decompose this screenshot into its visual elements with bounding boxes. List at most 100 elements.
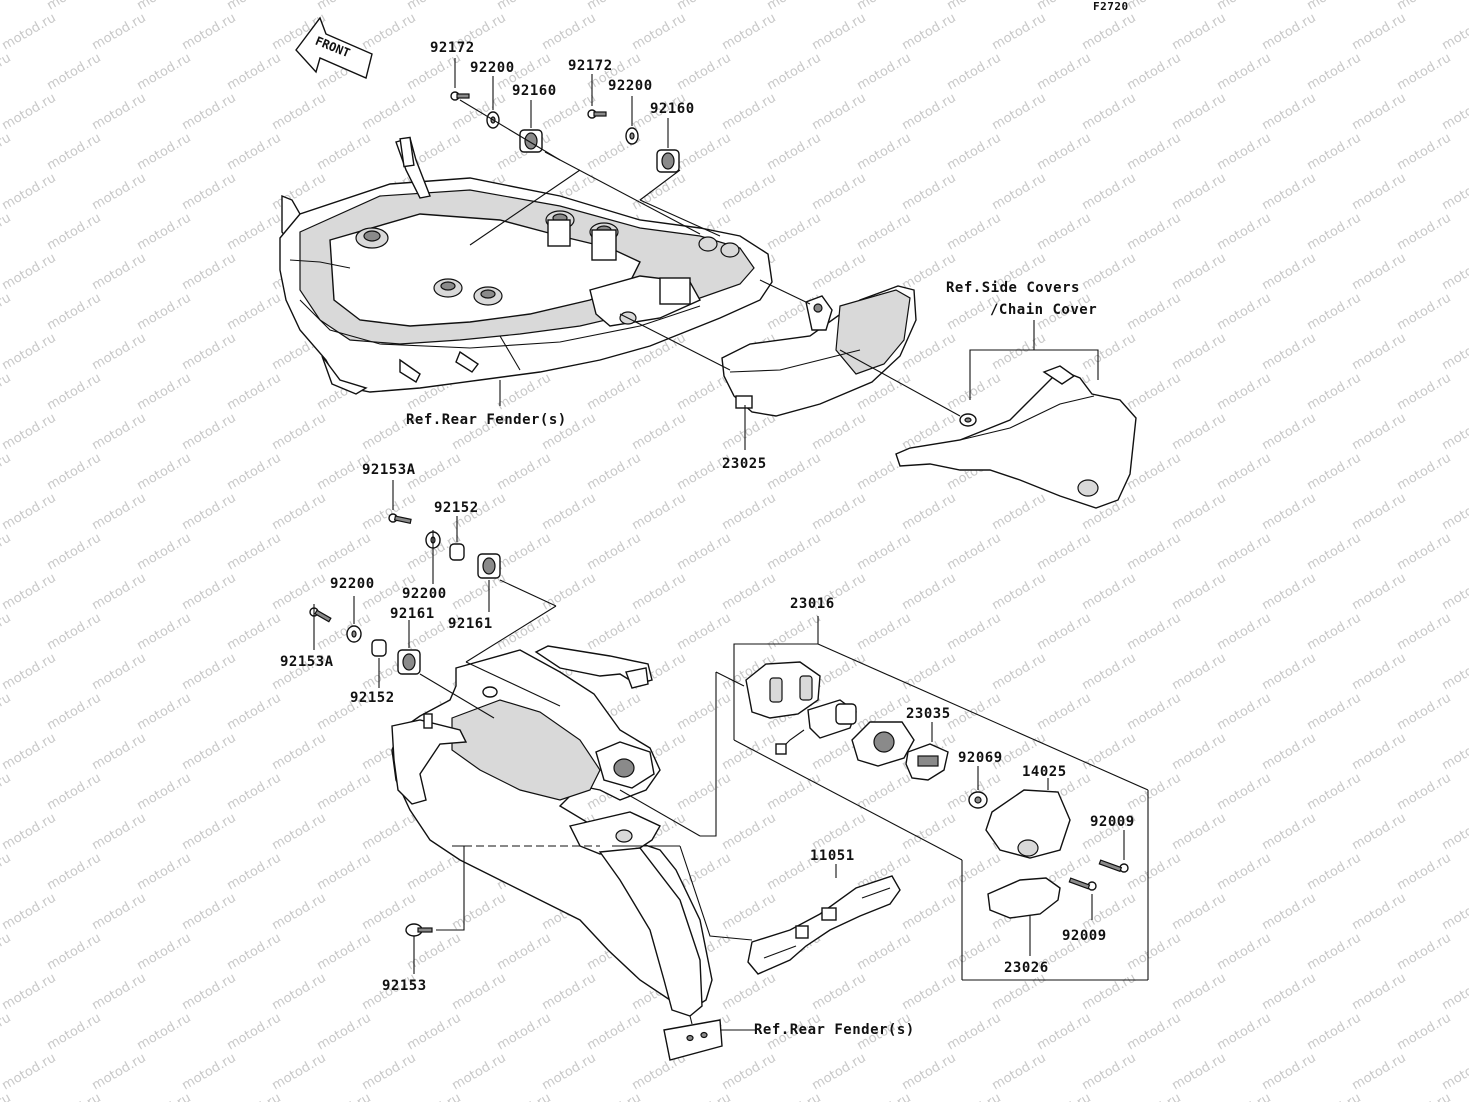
watermark-text: motod.ru: [45, 0, 104, 13]
watermark-text: motod.ru: [0, 291, 14, 334]
watermark-text: motod.ru: [540, 971, 599, 1014]
watermark-text: motod.ru: [1035, 531, 1094, 574]
watermark-text: motod.ru: [1305, 0, 1364, 13]
watermark-text: motod.ru: [45, 131, 104, 174]
label-92152-left: 92152: [350, 690, 395, 706]
watermark-text: motod.ru: [0, 1051, 59, 1094]
watermark-text: motod.ru: [1260, 91, 1319, 134]
watermark-text: motod.ru: [495, 0, 554, 13]
watermark-text: motod.ru: [855, 131, 914, 174]
watermark-text: motod.ru: [315, 131, 374, 174]
label-92161-left: 92161: [390, 606, 435, 622]
watermark-text: motod.ru: [855, 611, 914, 654]
watermark-text: motod.ru: [1170, 811, 1229, 854]
watermark-text: motod.ru: [855, 931, 914, 974]
watermark-text: motod.ru: [90, 891, 149, 934]
watermark-text: motod.ru: [945, 211, 1004, 254]
watermark-text: motod.ru: [0, 651, 59, 694]
watermark-text: motod.ru: [675, 691, 734, 734]
watermark-text: motod.ru: [225, 851, 284, 894]
watermark-text: motod.ru: [1125, 291, 1184, 334]
watermark-text: motod.ru: [1125, 211, 1184, 254]
watermark-text: motod.ru: [135, 0, 194, 13]
watermark-text: motod.ru: [810, 411, 869, 454]
watermark-text: motod.ru: [1035, 51, 1094, 94]
watermark-text: motod.ru: [0, 211, 14, 254]
watermark-text: motod.ru: [1215, 611, 1274, 654]
watermark-text: motod.ru: [45, 931, 104, 974]
watermark-text: motod.ru: [90, 651, 149, 694]
watermark-text: motod.ru: [0, 171, 59, 214]
watermark-text: motod.ru: [945, 1091, 1004, 1102]
watermark-text: motod.ru: [810, 91, 869, 134]
watermark-text: motod.ru: [945, 1011, 1004, 1054]
watermark-text: motod.ru: [855, 51, 914, 94]
watermark-text: motod.ru: [1125, 371, 1184, 414]
watermark-text: motod.ru: [1350, 411, 1409, 454]
watermark-text: motod.ru: [180, 891, 239, 934]
watermark-text: motod.ru: [270, 411, 329, 454]
watermark-text: motod.ru: [1215, 371, 1274, 414]
watermark-text: motod.ru: [585, 611, 644, 654]
watermark-text: motod.ru: [270, 891, 329, 934]
watermark-text: motod.ru: [45, 291, 104, 334]
watermark-text: motod.ru: [720, 571, 779, 614]
watermark-text: motod.ru: [945, 371, 1004, 414]
watermark-text: motod.ru: [900, 11, 959, 54]
watermark-text: motod.ru: [1125, 51, 1184, 94]
watermark-text: motod.ru: [1395, 51, 1454, 94]
watermark-text: motod.ru: [765, 771, 824, 814]
watermark-text: motod.ru: [1215, 1091, 1274, 1102]
watermark-text: motod.ru: [1305, 451, 1364, 494]
watermark-text: motod.ru: [360, 1051, 419, 1094]
watermark-text: motod.ru: [0, 891, 59, 934]
lower-rear-fender: [391, 645, 723, 1061]
watermark-text: motod.ru: [1080, 251, 1139, 294]
figure-code: F2720: [1093, 0, 1129, 13]
watermark-text: motod.ru: [1440, 491, 1469, 534]
watermark-text: motod.ru: [90, 731, 149, 774]
watermark-text: motod.ru: [315, 531, 374, 574]
watermark-text: motod.ru: [1035, 1091, 1094, 1102]
watermark-text: motod.ru: [1170, 651, 1229, 694]
watermark-text: motod.ru: [1305, 531, 1364, 574]
watermark-text: motod.ru: [1350, 811, 1409, 854]
watermark-text: motod.ru: [180, 251, 239, 294]
watermark-text: motod.ru: [1260, 491, 1319, 534]
watermark-text: motod.ru: [0, 131, 14, 174]
watermark-text: motod.ru: [720, 171, 779, 214]
label-92172-b: 92172: [568, 58, 613, 74]
watermark-text: motod.ru: [1350, 891, 1409, 934]
watermark-text: motod.ru: [0, 251, 59, 294]
watermark-text: motod.ru: [1260, 171, 1319, 214]
watermark-text: motod.ru: [855, 211, 914, 254]
watermark-text: motod.ru: [900, 491, 959, 534]
watermark-text: motod.ru: [0, 571, 59, 614]
watermark-text: motod.ru: [360, 11, 419, 54]
watermark-text: motod.ru: [225, 691, 284, 734]
watermark-text: motod.ru: [855, 1091, 914, 1102]
washer-92200-b: [625, 127, 639, 145]
watermark-text: motod.ru: [45, 851, 104, 894]
watermark-text: motod.ru: [1440, 1051, 1469, 1094]
watermark-text: motod.ru: [135, 1091, 194, 1102]
watermark-text: motod.ru: [1125, 691, 1184, 734]
side-cover-ref: [895, 365, 1137, 509]
watermark-text: motod.ru: [675, 51, 734, 94]
watermark-text: motod.ru: [1080, 971, 1139, 1014]
watermark-text: motod.ru: [1350, 971, 1409, 1014]
watermark-text: motod.ru: [1035, 0, 1094, 13]
watermark-text: motod.ru: [540, 1051, 599, 1094]
watermark-text: motod.ru: [225, 771, 284, 814]
collar-92152-top: [449, 543, 465, 561]
watermark-text: motod.ru: [1170, 971, 1229, 1014]
watermark-text: motod.ru: [990, 171, 1049, 214]
watermark-text: motod.ru: [315, 851, 374, 894]
watermark-text: motod.ru: [1260, 971, 1319, 1014]
watermark-text: motod.ru: [585, 0, 644, 13]
watermark-text: motod.ru: [1440, 411, 1469, 454]
watermark-text: motod.ru: [1260, 1051, 1319, 1094]
watermark-text: motod.ru: [1305, 1091, 1364, 1102]
license-bracket-11051: [747, 875, 901, 975]
